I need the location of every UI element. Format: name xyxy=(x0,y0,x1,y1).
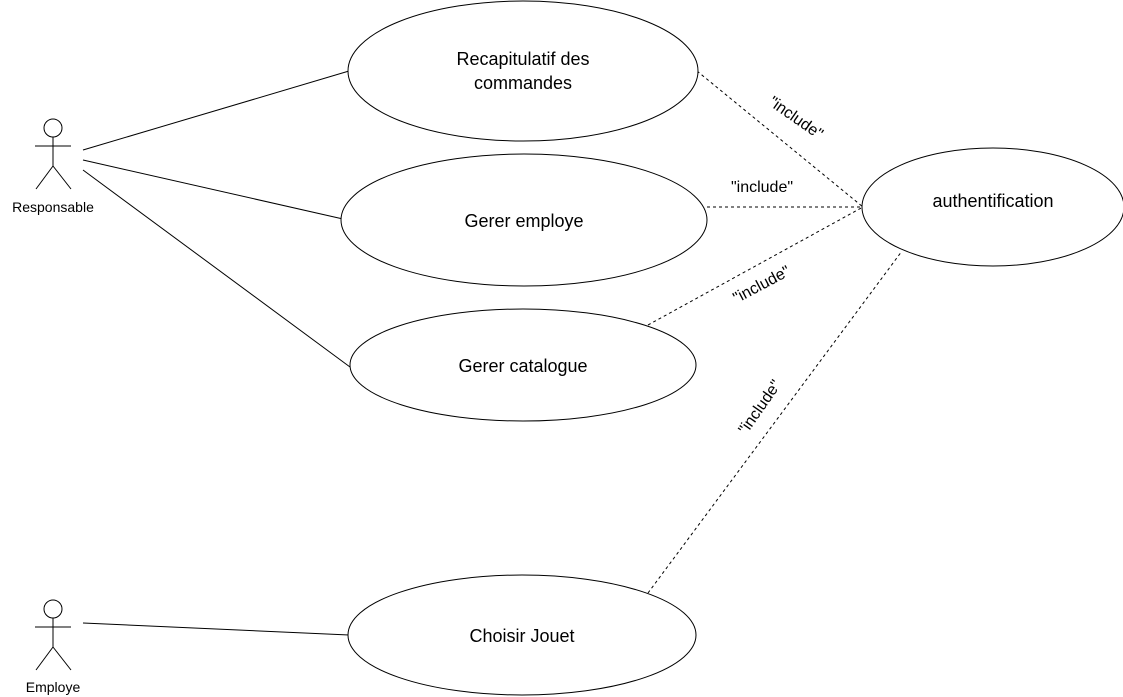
include-label-recapitulatif: "include" xyxy=(765,94,826,144)
use-case-authentification-label: authentification xyxy=(932,191,1053,211)
use-case-recapitulatif-label-line1: Recapitulatif des xyxy=(456,49,589,69)
use-case-authentification-ellipse[interactable] xyxy=(861,147,1123,267)
association-employe-choisir-jouet xyxy=(82,622,350,636)
use-case-choisir-jouet-ellipse[interactable] xyxy=(347,574,697,696)
actor-responsable-head xyxy=(43,118,63,138)
include-line-choisir-jouet xyxy=(647,250,903,594)
use-case-recapitulatif-label-line2: commandes xyxy=(474,73,572,93)
association-responsable-recapitulatif xyxy=(82,70,350,151)
use-case-gerer-employe-label: Gerer employe xyxy=(464,211,583,231)
include-label-choisir-jouet: "include" xyxy=(736,377,786,438)
association-responsable-gerer-catalogue xyxy=(82,169,351,368)
use-case-choisir-jouet-label: Choisir Jouet xyxy=(469,626,574,646)
include-label-gerer-catalogue: "include" xyxy=(730,263,793,307)
actor-responsable-left-leg xyxy=(35,165,54,190)
actor-employe-left-leg xyxy=(35,646,54,671)
use-case-gerer-catalogue-ellipse[interactable] xyxy=(349,308,697,422)
include-line-gerer-catalogue xyxy=(647,206,864,326)
actor-responsable-right-leg xyxy=(52,165,72,190)
include-label-gerer-employe: "include" xyxy=(731,179,793,196)
actor-employe-right-leg xyxy=(52,646,72,671)
actor-employe-head xyxy=(43,599,63,619)
actor-employe-label: Employe xyxy=(26,679,81,695)
actor-employe[interactable]: Employe xyxy=(26,599,81,695)
use-case-gerer-catalogue-label: Gerer catalogue xyxy=(458,356,587,376)
use-case-gerer-employe-ellipse[interactable] xyxy=(340,153,708,287)
actor-responsable-label: Responsable xyxy=(12,199,94,215)
use-case-recapitulatif-ellipse[interactable] xyxy=(347,0,699,142)
actor-responsable[interactable]: Responsable xyxy=(12,118,94,215)
association-responsable-gerer-employe xyxy=(82,159,344,220)
